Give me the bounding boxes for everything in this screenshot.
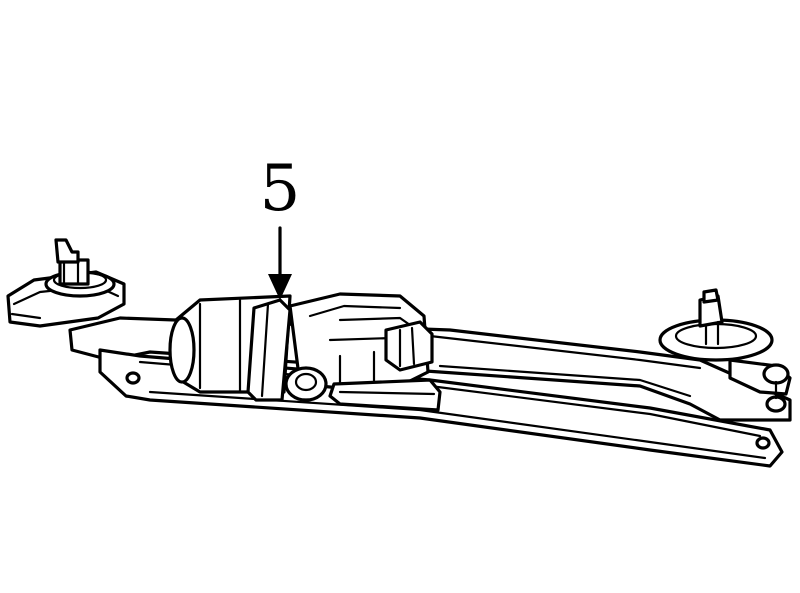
wiper-motor xyxy=(168,292,442,412)
left-pivot xyxy=(6,238,126,328)
right-pivot xyxy=(658,288,792,413)
callout-5: 5 xyxy=(260,152,301,300)
callout-number: 5 xyxy=(260,152,301,226)
callout-arrowhead xyxy=(268,274,292,300)
